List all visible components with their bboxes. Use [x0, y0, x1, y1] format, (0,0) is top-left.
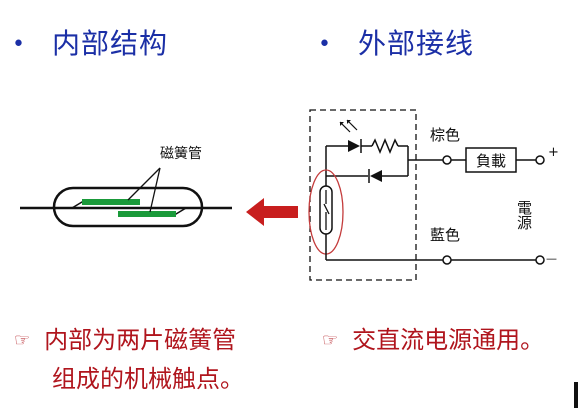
terminal-brown [442, 155, 452, 165]
power-label: 電源 [515, 200, 533, 230]
load-label: 負載 [476, 152, 506, 170]
heading-internal-structure: • 内部结构 [12, 22, 168, 62]
plus-sign: + [548, 145, 559, 160]
note-external: ☞ 交直流电源通用。 [322, 322, 544, 361]
wiring-diagram: 棕色 藍色 負載 + — 電源 [308, 109, 559, 281]
heading-external-wiring: • 外部接线 [318, 22, 474, 62]
note-left-line1: 内部为两片磁簧管 [44, 326, 237, 354]
heading-right-text: 外部接线 [357, 27, 474, 60]
resistor-icon [371, 138, 399, 154]
brown-wire-label: 棕色 [430, 126, 460, 144]
bullet-icon: • [12, 32, 26, 57]
minus-sign: — [546, 252, 557, 265]
reed-contact [323, 203, 330, 215]
glass-tube [52, 186, 204, 228]
terminal-blue [442, 255, 452, 265]
light-ray-head [340, 122, 344, 126]
sensor-housing-outline [309, 109, 417, 281]
reed-label: 磁簧管 [160, 146, 202, 162]
load-box [465, 147, 517, 173]
arrow-icon [246, 198, 298, 226]
note-left-line2: 组成的机械触点。 [52, 365, 244, 393]
pointer-line [149, 167, 161, 213]
diode-icon [370, 170, 382, 182]
corner-mark [574, 382, 578, 408]
reed-switch-diagram: 磁簧管 [20, 146, 232, 228]
reed-blade-upper [82, 199, 140, 205]
reed-blade-lower [118, 211, 176, 217]
power-terminal-positive [535, 155, 545, 165]
note-right-text: 交直流电源通用。 [352, 326, 545, 354]
light-ray-head [347, 120, 351, 124]
pointer-line [127, 167, 161, 201]
note-internal: ☞ 内部为两片磁簧管 组成的机械触点。 [14, 322, 244, 397]
power-terminal-negative [535, 255, 545, 265]
bullet-icon: • [318, 32, 332, 57]
pointing-hand-icon: ☞ [322, 330, 339, 351]
heading-left-text: 内部结构 [51, 27, 168, 60]
led-icon [348, 140, 360, 152]
pointing-hand-icon: ☞ [14, 330, 31, 351]
blue-wire-label: 藍色 [430, 226, 460, 244]
